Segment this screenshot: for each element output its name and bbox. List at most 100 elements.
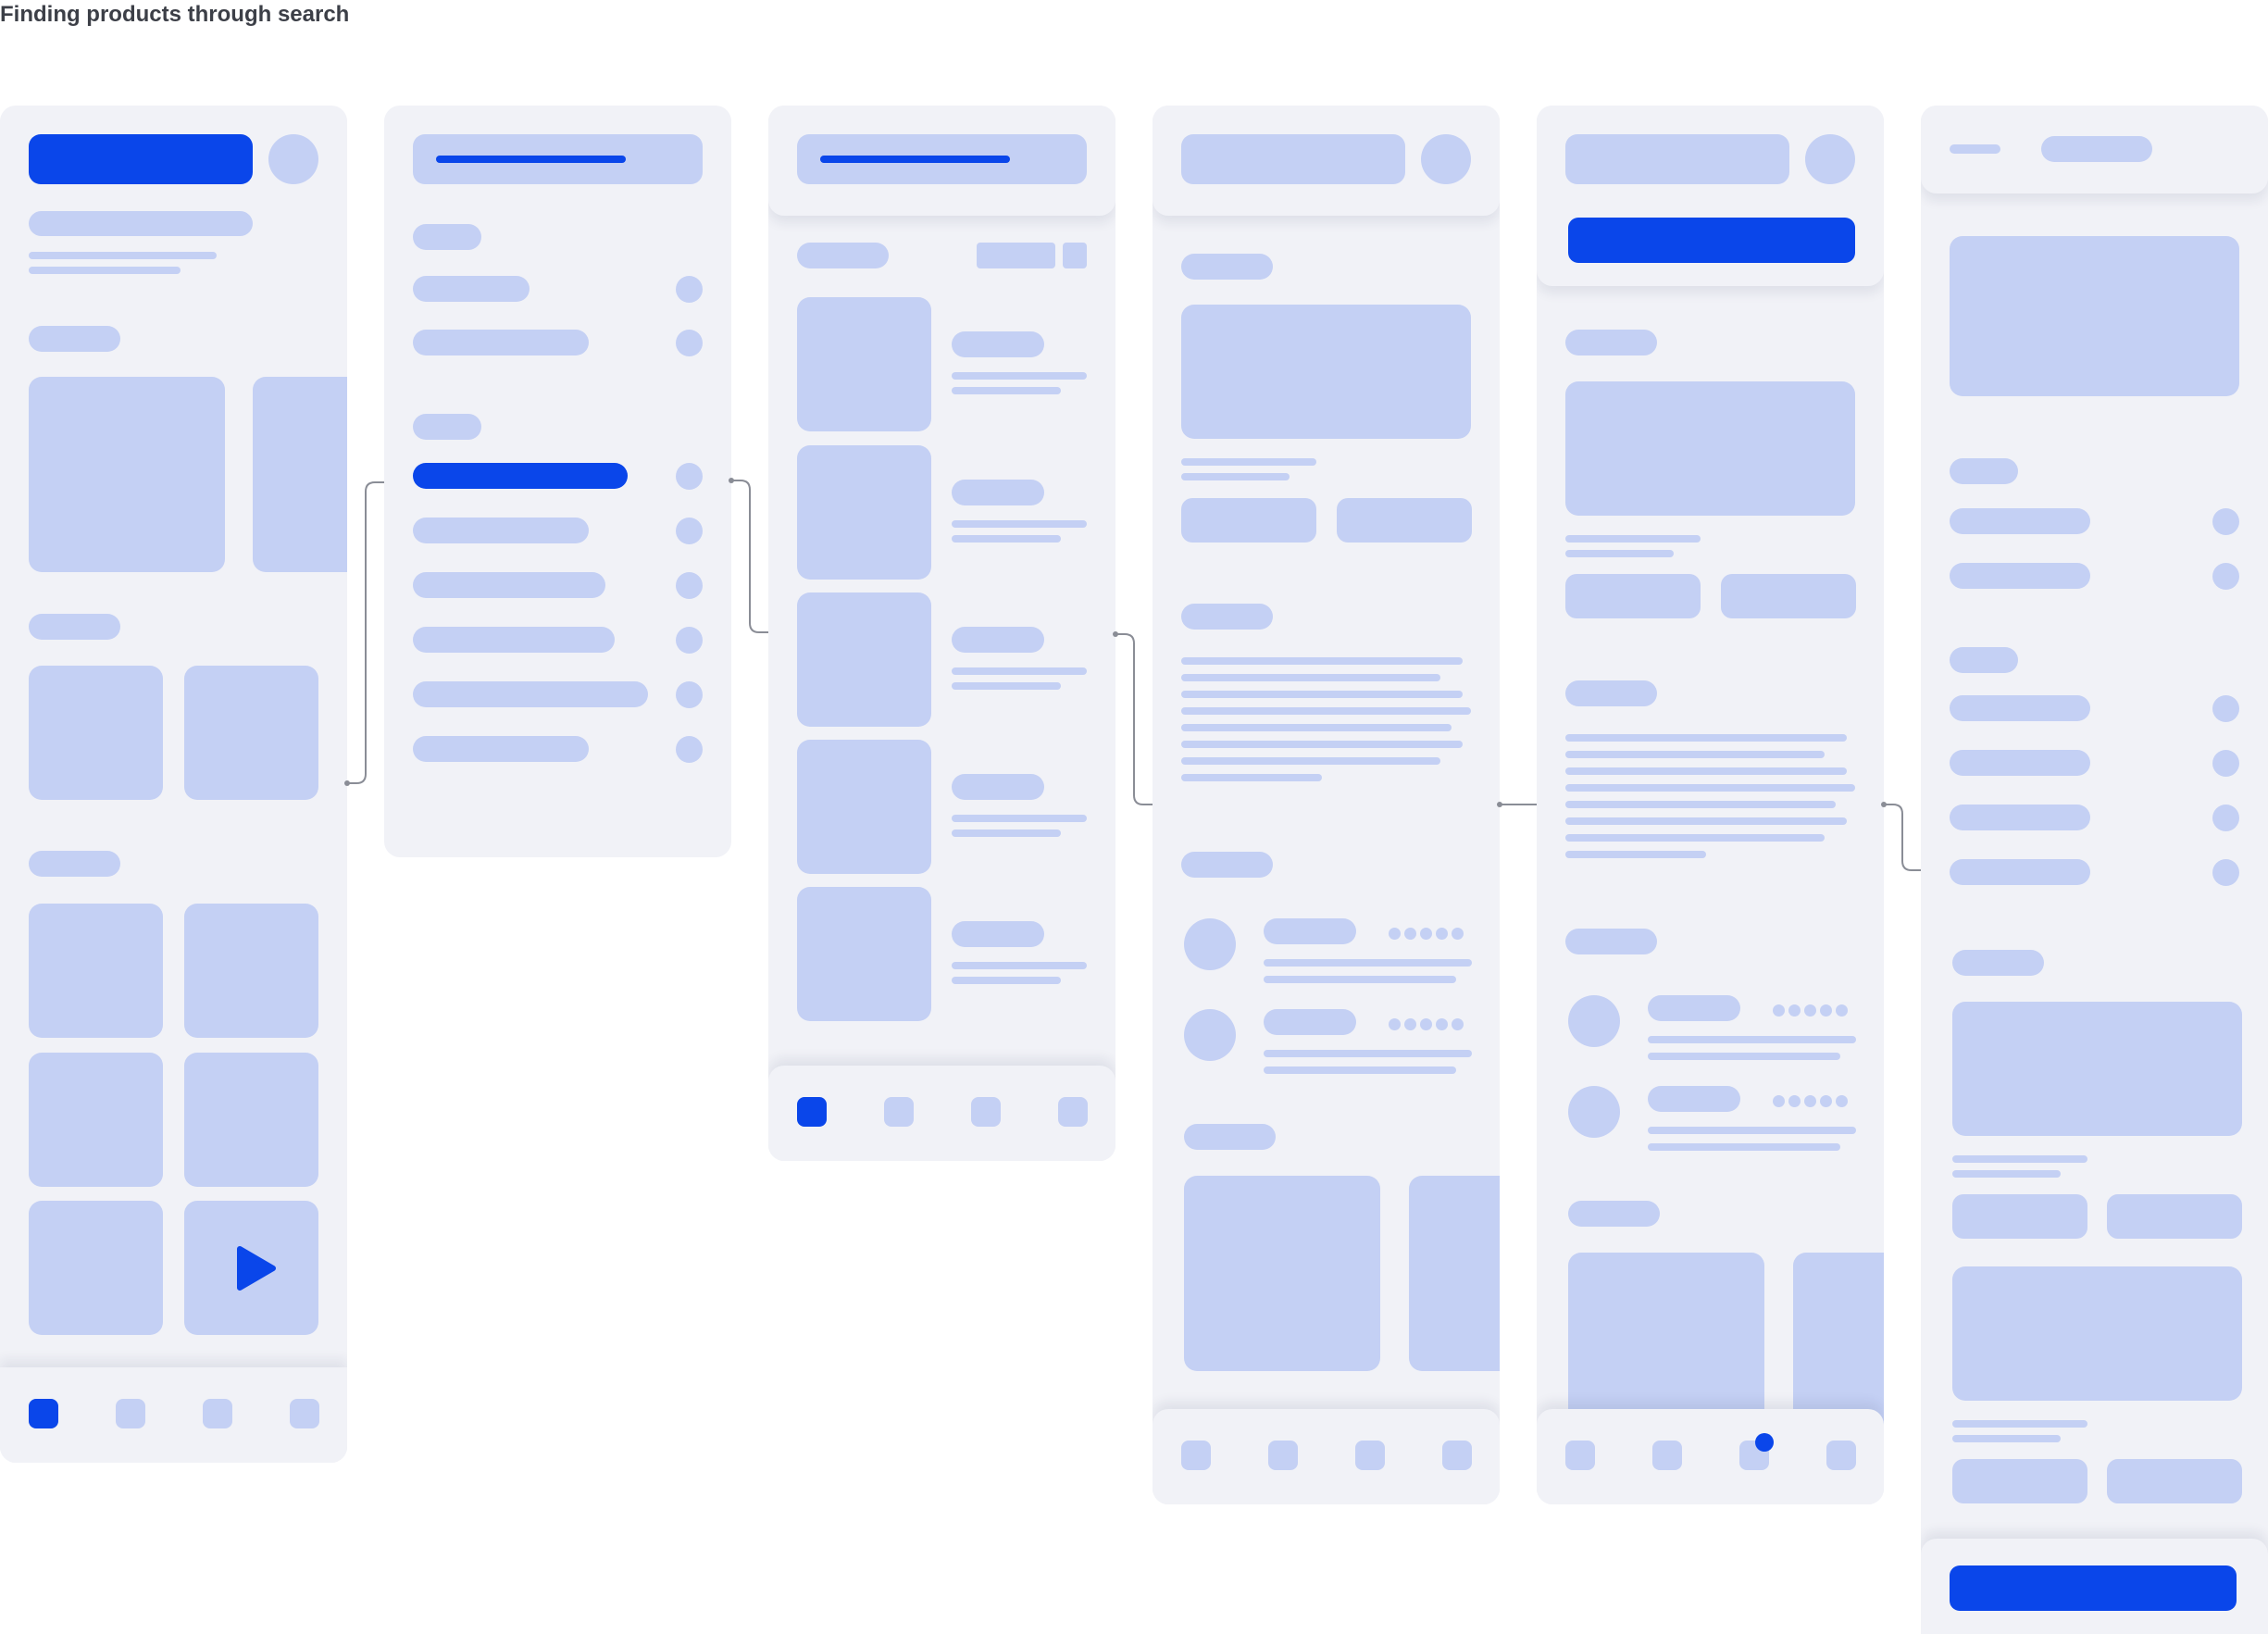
search-bar[interactable]	[1565, 134, 1789, 184]
cart-item-image[interactable]	[1950, 236, 2239, 396]
result-image[interactable]	[797, 887, 931, 1021]
option-radio-icon[interactable]	[2212, 805, 2239, 831]
option-button[interactable]	[1721, 574, 1856, 618]
suggestion-arrow-icon[interactable]	[676, 681, 703, 708]
nav-cart-icon[interactable]	[203, 1399, 232, 1428]
sort-button[interactable]	[977, 243, 1055, 268]
suggestion-item[interactable]	[413, 736, 589, 762]
suggestion-item[interactable]	[413, 681, 648, 707]
search-bar[interactable]	[1181, 134, 1405, 184]
avatar[interactable]	[1805, 134, 1855, 184]
description-line	[1565, 817, 1847, 825]
nav-cart-icon[interactable]	[971, 1097, 1001, 1127]
result-image[interactable]	[797, 297, 931, 431]
checkout-option[interactable]	[1950, 805, 2090, 830]
grid-tile[interactable]	[29, 1201, 163, 1335]
play-icon[interactable]	[236, 1245, 277, 1291]
result-title[interactable]	[952, 921, 1044, 947]
suggestion-arrow-icon[interactable]	[676, 463, 703, 490]
checkout-footer	[1921, 1539, 2268, 1634]
breadcrumb[interactable]	[1565, 330, 1657, 355]
nav-profile-icon[interactable]	[1058, 1097, 1088, 1127]
filter-button[interactable]	[1063, 243, 1087, 268]
option-radio-icon[interactable]	[2212, 563, 2239, 590]
suggestion-arrow-icon[interactable]	[676, 627, 703, 654]
nav-profile-icon[interactable]	[1442, 1441, 1472, 1470]
checkout-option[interactable]	[1950, 563, 2090, 589]
suggestion-item-selected[interactable]	[413, 463, 628, 489]
nav-home-icon[interactable]	[1565, 1441, 1595, 1470]
search-input[interactable]	[797, 134, 1087, 184]
option-radio-icon[interactable]	[2212, 750, 2239, 777]
suggestion-arrow-icon[interactable]	[676, 330, 703, 356]
option-radio-icon[interactable]	[2212, 508, 2239, 535]
breadcrumb[interactable]	[1181, 254, 1273, 280]
related-card[interactable]	[1409, 1176, 1500, 1371]
option-button[interactable]	[1565, 574, 1701, 618]
featured-card[interactable]	[29, 377, 225, 572]
search-bar[interactable]	[29, 134, 253, 184]
nav-search-icon[interactable]	[116, 1399, 145, 1428]
order-action-button[interactable]	[1952, 1194, 2087, 1239]
checkout-option[interactable]	[1950, 508, 2090, 534]
grid-tile[interactable]	[29, 904, 163, 1038]
result-title[interactable]	[952, 774, 1044, 800]
grid-tile[interactable]	[184, 1053, 318, 1187]
order-item-card[interactable]	[1952, 1266, 2242, 1401]
result-title[interactable]	[952, 331, 1044, 357]
nav-home-icon[interactable]	[797, 1097, 827, 1127]
review-line	[1648, 1143, 1840, 1151]
order-action-button[interactable]	[2107, 1194, 2242, 1239]
nav-search-icon[interactable]	[884, 1097, 914, 1127]
checkout-option[interactable]	[1950, 750, 2090, 776]
option-button[interactable]	[1337, 498, 1472, 543]
nav-home-icon[interactable]	[29, 1399, 58, 1428]
suggestion-arrow-icon[interactable]	[676, 276, 703, 303]
featured-card[interactable]	[253, 377, 347, 572]
nav-search-icon[interactable]	[1652, 1441, 1682, 1470]
product-image[interactable]	[1181, 305, 1471, 439]
nav-cart-icon[interactable]	[1355, 1441, 1385, 1470]
checkout-option[interactable]	[1950, 859, 2090, 885]
order-item-card[interactable]	[1952, 1002, 2242, 1136]
video-tile[interactable]	[184, 1201, 318, 1335]
option-radio-icon[interactable]	[2212, 859, 2239, 886]
avatar[interactable]	[1421, 134, 1471, 184]
grid-tile[interactable]	[29, 1053, 163, 1187]
product-image[interactable]	[1565, 381, 1855, 516]
grid-tile[interactable]	[184, 904, 318, 1038]
order-action-button[interactable]	[1952, 1459, 2087, 1503]
option-radio-icon[interactable]	[2212, 695, 2239, 722]
nav-profile-icon[interactable]	[1826, 1441, 1856, 1470]
avatar[interactable]	[268, 134, 318, 184]
result-title[interactable]	[952, 480, 1044, 505]
related-card[interactable]	[1184, 1176, 1380, 1371]
suggestion-item[interactable]	[413, 518, 589, 543]
nav-search-icon[interactable]	[1268, 1441, 1298, 1470]
result-image[interactable]	[797, 445, 931, 580]
suggestion-item[interactable]	[413, 330, 589, 355]
option-button[interactable]	[1181, 498, 1316, 543]
result-image[interactable]	[797, 592, 931, 727]
add-to-cart-button[interactable]	[1568, 218, 1855, 263]
place-order-button[interactable]	[1950, 1565, 2237, 1611]
nav-home-icon[interactable]	[1181, 1441, 1211, 1470]
suggestion-item[interactable]	[413, 276, 530, 302]
checkout-option[interactable]	[1950, 695, 2090, 721]
suggestion-item[interactable]	[413, 627, 615, 653]
back-icon[interactable]	[1950, 144, 2000, 154]
screen-search-results	[768, 106, 1115, 1161]
nav-profile-icon[interactable]	[290, 1399, 319, 1428]
page-title: Finding products through search	[0, 2, 350, 27]
suggestion-arrow-icon[interactable]	[676, 572, 703, 599]
suggestion-arrow-icon[interactable]	[676, 518, 703, 544]
category-tile[interactable]	[184, 666, 318, 800]
result-image[interactable]	[797, 740, 931, 874]
search-input[interactable]	[413, 134, 703, 184]
suggestion-item[interactable]	[413, 572, 605, 598]
suggestion-arrow-icon[interactable]	[676, 736, 703, 763]
result-title[interactable]	[952, 627, 1044, 653]
category-tile[interactable]	[29, 666, 163, 800]
reviewer-name	[1648, 1086, 1740, 1112]
order-action-button[interactable]	[2107, 1459, 2242, 1503]
